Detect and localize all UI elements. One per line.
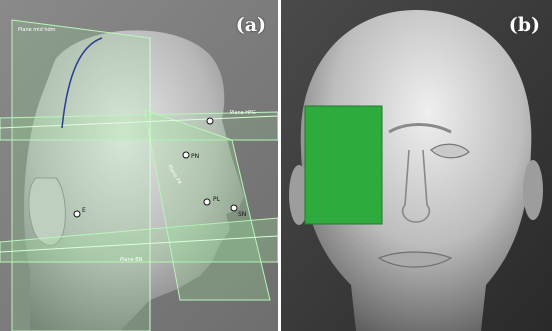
landmark-pn <box>183 152 189 158</box>
panel-a-head-profile: Plane mid hdm Plane HFG Plane BN Plane F… <box>0 0 278 331</box>
head-front-figure <box>281 0 552 331</box>
landmark-subnasale <box>231 205 237 211</box>
panel-a-tag: (a) <box>236 14 266 36</box>
plane-label-midsagittal: Plane mid hdm <box>18 27 56 33</box>
landmark-label-pn: PN <box>191 153 199 160</box>
landmark-top <box>207 118 213 124</box>
plane-label-frankfort: Plane HFG <box>230 110 256 116</box>
landmark-ear <box>74 211 80 217</box>
landmark-nose <box>204 199 210 205</box>
right-ear <box>523 160 543 220</box>
landmark-label-ear: E <box>82 207 86 214</box>
landmark-label-subnasale: SN <box>238 211 246 218</box>
panel-b-tag: (b) <box>509 14 540 36</box>
plane-label-lower: Plane BN <box>120 257 143 263</box>
landmark-label-nose: PL <box>213 196 221 203</box>
head-profile-figure: Plane mid hdm Plane HFG Plane BN Plane F… <box>0 0 278 331</box>
panel-b-head-front: (b) <box>281 0 552 331</box>
midsagittal-plane <box>12 20 150 331</box>
green-eye-patch <box>305 106 382 224</box>
